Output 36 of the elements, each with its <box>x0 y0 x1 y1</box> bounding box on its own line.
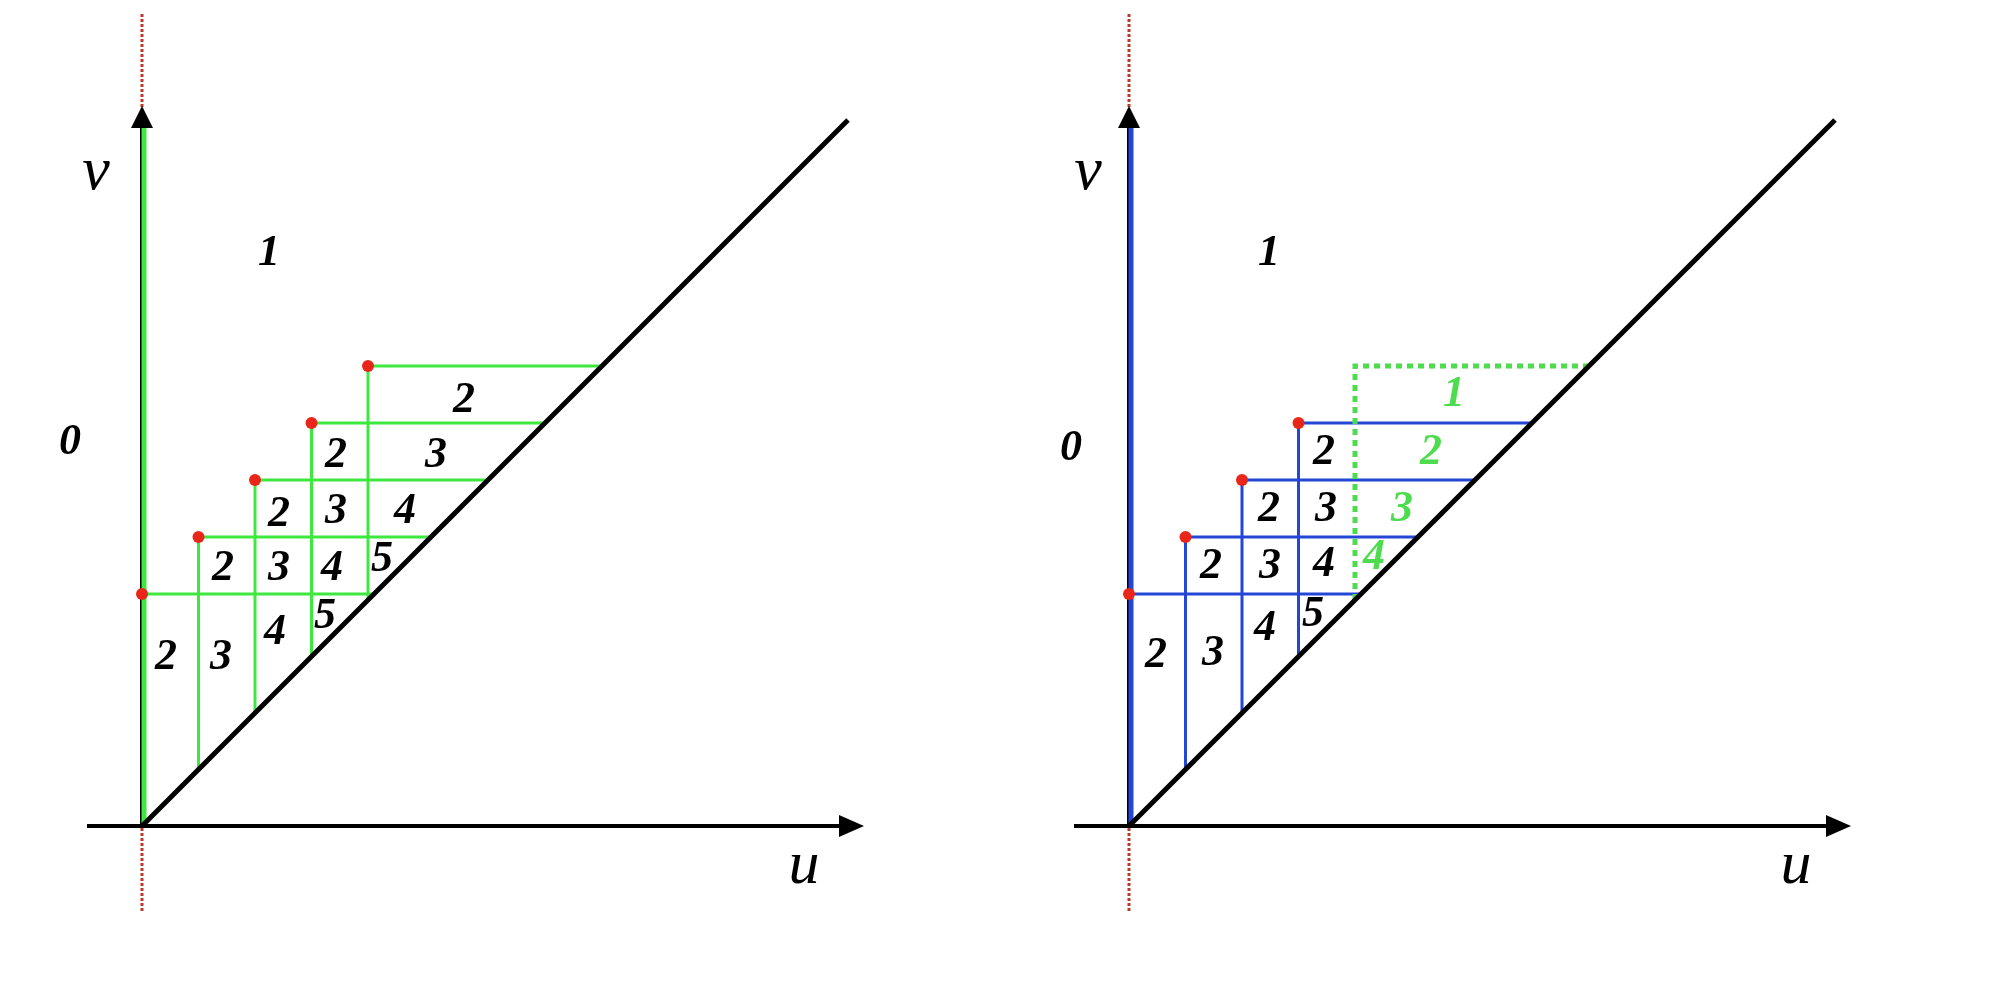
region-number: 4 <box>1254 604 1276 648</box>
region-number: 4 <box>394 487 416 531</box>
region-number: 0 <box>1060 424 1082 468</box>
region-number: 2 <box>453 376 475 420</box>
region-number: 3 <box>268 544 290 588</box>
region-number: 2 <box>1258 485 1280 529</box>
region-number: 5 <box>371 535 393 579</box>
region-number: 2 <box>1420 428 1442 472</box>
region-number: 4 <box>264 608 286 652</box>
axis-label: u <box>788 831 820 893</box>
region-number: 2 <box>325 431 347 475</box>
region-number: 1 <box>1443 370 1465 414</box>
region-number: 5 <box>314 592 336 636</box>
region-number: 3 <box>425 431 447 475</box>
region-number: 4 <box>1313 540 1335 584</box>
region-number: 3 <box>210 633 232 677</box>
region-number: 3 <box>1202 629 1224 673</box>
region-number: 1 <box>1258 229 1280 273</box>
region-number: 2 <box>268 490 290 534</box>
region-number: 2 <box>212 544 234 588</box>
region-number: 2 <box>1200 542 1222 586</box>
region-number: 2 <box>155 633 177 677</box>
region-number: 0 <box>59 418 81 462</box>
axis-label: v <box>1074 137 1102 199</box>
region-number: 3 <box>1259 542 1281 586</box>
region-number: 3 <box>1315 485 1337 529</box>
region-number: 3 <box>1391 485 1413 529</box>
region-number: 1 <box>258 229 280 273</box>
region-number: 4 <box>1363 533 1385 577</box>
region-number: 3 <box>325 487 347 531</box>
region-number: 5 <box>1302 590 1324 634</box>
region-number: 2 <box>1145 631 1167 675</box>
region-number: 4 <box>321 544 343 588</box>
axis-label: v <box>82 137 110 199</box>
region-number: 2 <box>1313 428 1335 472</box>
axis-label: u <box>1780 831 1812 893</box>
